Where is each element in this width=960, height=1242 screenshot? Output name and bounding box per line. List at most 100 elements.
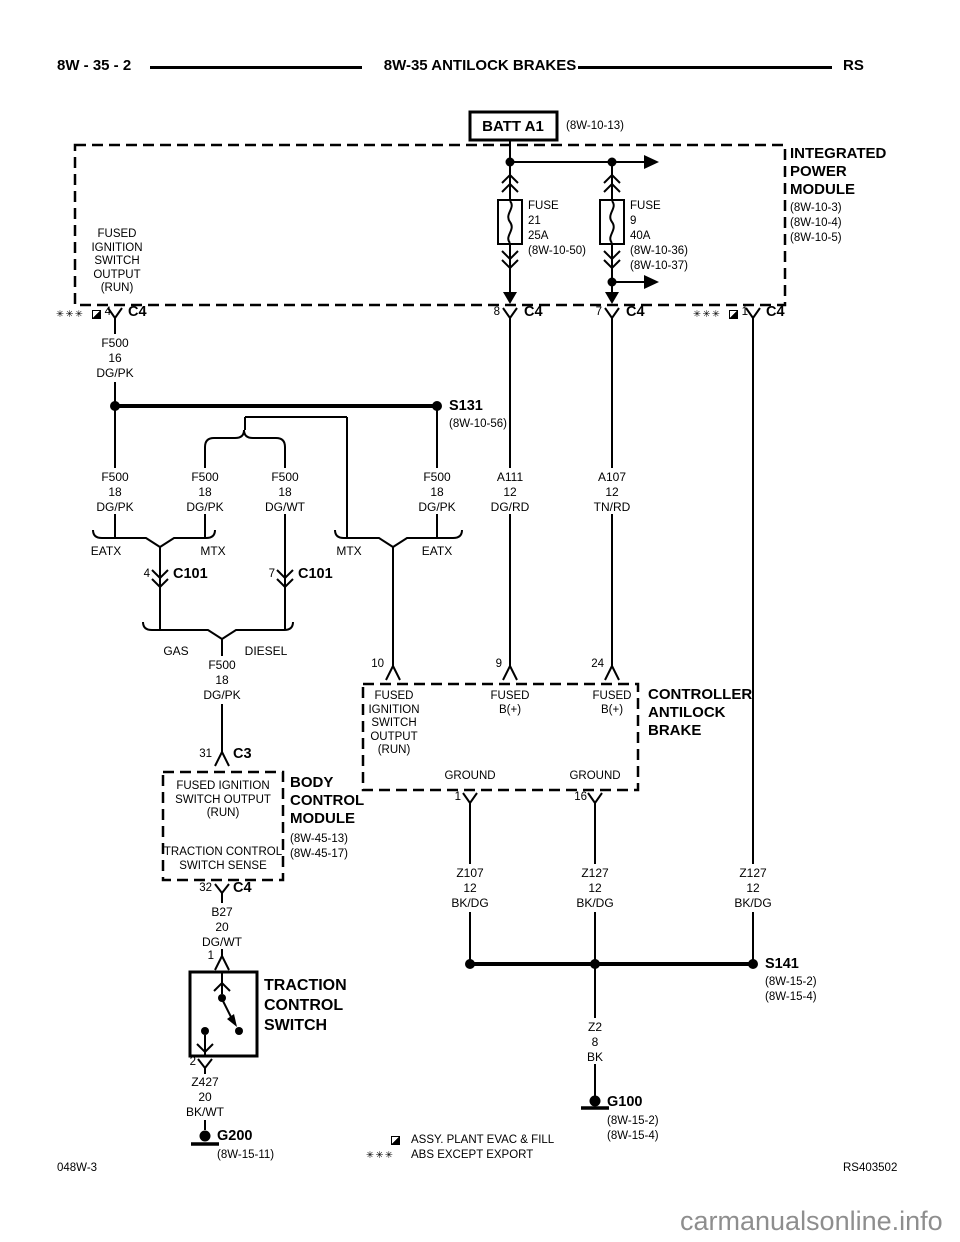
wire-code: Z107 [456, 866, 484, 880]
wire-color: BK/WT [186, 1105, 224, 1119]
connector-name-c4: C4 [524, 304, 543, 320]
wire-label-b27: B27 20 DG/WT [202, 905, 242, 950]
battery-feed-lines [509, 140, 644, 200]
bcm-title: BODY CONTROL MODULE [290, 774, 364, 828]
branch-tag-gas: GAS [163, 644, 189, 658]
cab-function-line: B(+) [498, 703, 522, 716]
ipm-title-line: MODULE [790, 181, 855, 198]
connector-fork-c4-pin1 [745, 307, 761, 864]
wire-color: BK/DG [451, 896, 489, 910]
abs-export-stars-icon: ✳✳✳ [366, 1150, 395, 1161]
wire-code: F500 [208, 658, 236, 672]
fuse-ref: (8W-10-37) [630, 260, 688, 272]
wire-label-a107: A107 12 TN/RD [594, 470, 631, 515]
splice-s131-ref: (8W-10-56) [449, 418, 507, 430]
connector-fork-c4-pin8 [502, 307, 518, 468]
connector-name-c4: C4 [233, 880, 252, 896]
wire-color: TN/RD [593, 500, 631, 514]
branch-tag-mtx: MTX [200, 544, 226, 558]
evac-fill-icon [92, 310, 101, 319]
tcs-switch-symbol [196, 972, 233, 1056]
ground-g100-dot [589, 1095, 601, 1107]
c101-pin4-chevrons-icon [151, 569, 169, 589]
arrow-down-icon [503, 292, 517, 304]
fuse-21-label: FUSE 21 25A (8W-10-50) [528, 199, 586, 259]
tcs-arm-arrowhead-icon [227, 1014, 237, 1027]
branch-tag-eatx: EATX [90, 544, 122, 558]
connector-name-c4: C4 [766, 304, 785, 320]
wire-color: DG/RD [490, 500, 530, 514]
wire-label-f500-18: F500 18 DG/PK [96, 470, 133, 515]
ground-g200-dot [199, 1130, 211, 1142]
wire-label-z427: Z427 20 BK/WT [186, 1075, 224, 1120]
junction-dot [607, 277, 617, 287]
battery-box [468, 110, 559, 142]
platform-code: RS [843, 57, 864, 74]
tcs-contact-dot [235, 1027, 243, 1035]
wire-code: A111 [496, 470, 524, 484]
ground-ref: (8W-15-4) [607, 1130, 659, 1142]
cab-pin9-function: FUSED B(+) [491, 690, 530, 717]
ipm-output-line: IGNITION [91, 241, 143, 254]
ipm-title-line: INTEGRATED [790, 145, 887, 162]
ground-g100-label: G100 [607, 1094, 643, 1110]
connector-name-c101: C101 [298, 566, 333, 582]
cab-function-line: B(+) [600, 703, 624, 716]
connector-name-c101: C101 [173, 566, 208, 582]
wire-label-f500-18: F500 18 DG/PK [203, 658, 240, 703]
fuse21-lower-chevrons-icon [501, 250, 519, 270]
wire-label-z127: Z127 12 BK/DG [734, 866, 771, 911]
wire-gauge: 20 [215, 920, 229, 934]
wire-color: DG/PK [96, 500, 134, 514]
eatx-mtx-feeds-left [114, 514, 206, 538]
bcm-function-line: FUSED IGNITION [176, 780, 270, 792]
wire-code: Z2 [587, 1020, 603, 1034]
fuse-rating: 40A [630, 230, 651, 242]
connector-fork-cab-pin16 [587, 792, 603, 864]
footer-sheet-code: RS403502 [843, 1162, 898, 1174]
connector-fork-cab-pin24 [604, 514, 620, 681]
header-rule-right [578, 66, 832, 69]
ground-g200-label: G200 [217, 1128, 253, 1144]
cab-function-line: IGNITION [368, 703, 420, 716]
bcm-refs: (8W-45-13) (8W-45-17) [290, 832, 348, 862]
pin-number: 10 [371, 658, 384, 670]
wire-color: DG/PK [418, 500, 456, 514]
ground-g200-ref: (8W-15-11) [217, 1149, 275, 1161]
wire-gauge: 18 [215, 673, 229, 687]
fuse9-upper-chevrons-icon [603, 173, 621, 193]
tcs-contact-dot [218, 994, 226, 1002]
splice-s141-label: S141 [765, 956, 799, 972]
cab-title-line: CONTROLLER [648, 686, 753, 703]
ground-ref: (8W-15-2) [607, 1115, 659, 1127]
page-title: 8W-35 ANTILOCK BRAKES [383, 57, 577, 74]
arrow-right-icon [644, 275, 659, 289]
wire-label-f500-18: F500 18 DG/PK [418, 470, 455, 515]
fuse9-lower-chevrons-icon [603, 250, 621, 270]
wire-color: BK/DG [576, 896, 614, 910]
mid-split-brace [204, 429, 286, 468]
fuse-number: 21 [528, 215, 541, 227]
wire-gauge: 18 [430, 485, 444, 499]
bcm-pin31-function: FUSED IGNITION SWITCH OUTPUT (RUN) [175, 780, 271, 821]
tcs-title: TRACTION CONTROL SWITCH [264, 976, 347, 1036]
splice-s141-dot [748, 959, 758, 969]
legend-abs-text: ABS EXCEPT EXPORT [411, 1149, 534, 1161]
cab-function-line: (RUN) [377, 744, 411, 756]
wire-code: Z427 [191, 1075, 219, 1089]
connector-fork-cab-pin9 [502, 514, 518, 681]
wire-code: F500 [101, 470, 129, 484]
gas-diesel-merge-brace [142, 621, 294, 656]
wire-code: B27 [211, 905, 233, 919]
connector-fork-c3-pin31 [214, 704, 230, 767]
pin-number: 1 [207, 950, 214, 962]
cab-pin1-function: GROUND [444, 770, 496, 782]
wire-gauge: 18 [108, 485, 122, 499]
ipm-ref: (8W-10-3) [790, 202, 842, 214]
bcm-function-line: TRACTION CONTROL [163, 846, 283, 858]
cab-pin24-function: FUSED B(+) [593, 690, 632, 717]
wire-label-z127: Z127 12 BK/DG [576, 866, 613, 911]
branch-tag-mtx: MTX [336, 544, 362, 558]
